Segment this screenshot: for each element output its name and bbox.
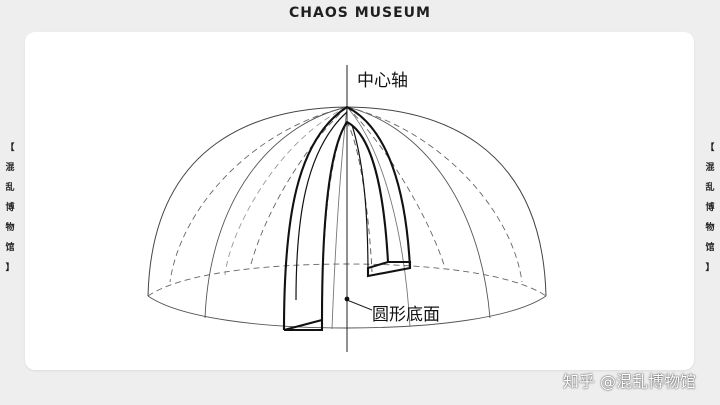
arch-inner <box>320 120 390 321</box>
watermark: 知乎 @混乱博物馆 <box>562 372 696 391</box>
side-label-left: 【 混 乱 博 物 馆 】 <box>2 138 18 278</box>
dome-meridian <box>331 106 348 330</box>
side-char: 馆 <box>5 243 15 253</box>
arch-side <box>351 124 369 277</box>
dome-meridian <box>346 106 411 328</box>
side-char: 乱 <box>705 183 715 193</box>
dome-meridian <box>204 106 348 319</box>
side-char: 【 <box>5 143 15 153</box>
side-char: 物 <box>5 223 15 233</box>
center-point <box>344 296 350 302</box>
arch-side <box>295 111 348 301</box>
base-label: 圆形底面 <box>372 305 440 325</box>
diagram-card <box>25 32 694 370</box>
axis-label: 中心轴 <box>357 71 408 91</box>
side-char: 混 <box>705 163 715 173</box>
side-char: 混 <box>5 163 15 173</box>
side-char: 物 <box>705 223 715 233</box>
arch-foot-front <box>284 320 324 332</box>
base-leader <box>346 299 373 311</box>
dome-meridian-hidden <box>346 106 446 269</box>
dome-meridian-hidden <box>346 106 523 283</box>
arch-foot-front <box>283 318 323 332</box>
side-char: 博 <box>5 203 15 213</box>
side-char: 【 <box>705 143 715 153</box>
side-char: 馆 <box>705 243 715 253</box>
side-char: 】 <box>705 263 715 273</box>
page-title: CHAOS MUSEUM <box>289 5 431 21</box>
dome-meridian-hidden <box>169 106 348 283</box>
side-label-right: 【 混 乱 博 物 馆 】 <box>702 138 718 278</box>
side-char: 】 <box>5 263 15 273</box>
side-char: 乱 <box>5 183 15 193</box>
side-char: 博 <box>705 203 715 213</box>
arch-outer <box>282 105 412 331</box>
dome-meridian-hidden <box>224 106 348 276</box>
dome-meridian-hidden <box>249 106 348 269</box>
